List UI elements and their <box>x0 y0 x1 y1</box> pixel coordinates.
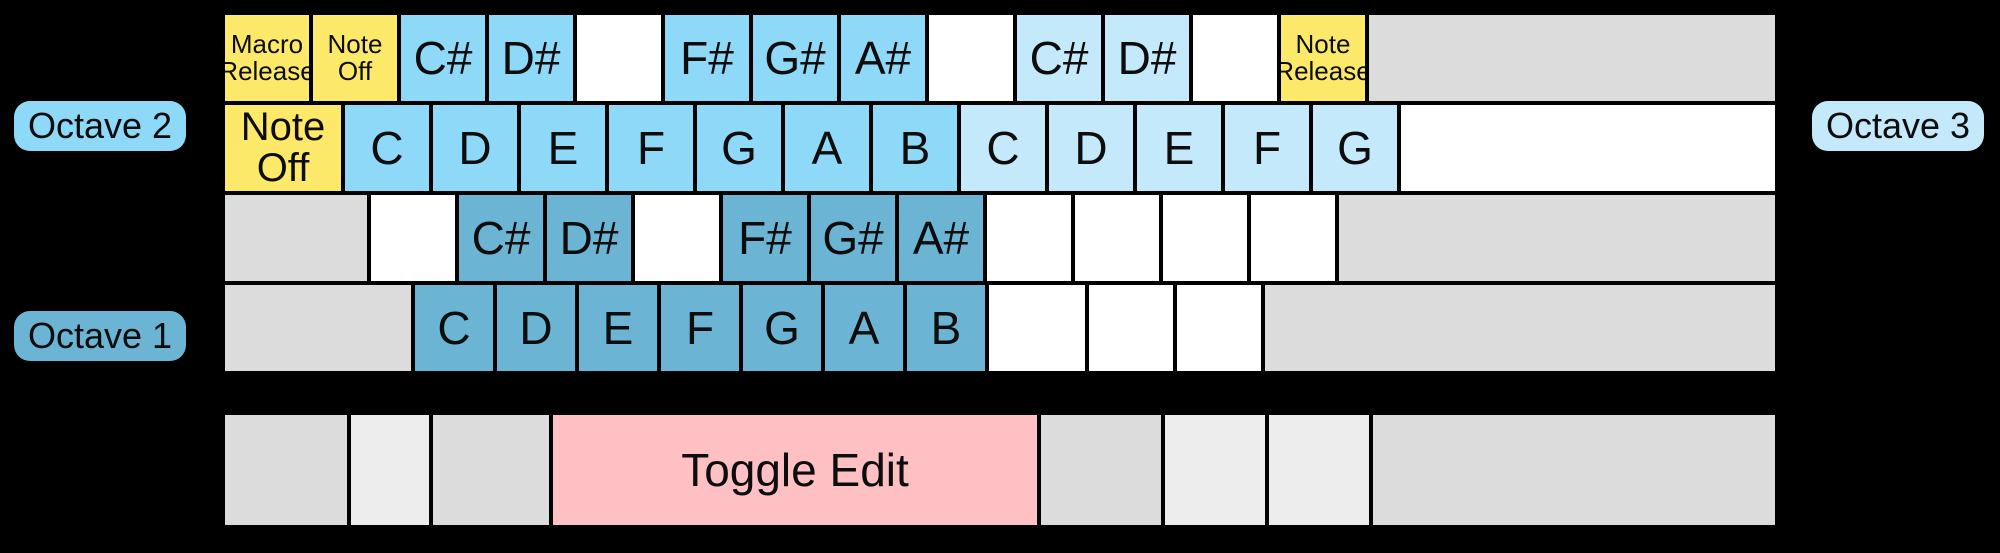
key-e[interactable]: E <box>577 283 659 373</box>
key-f[interactable]: F <box>659 283 741 373</box>
key-csharp[interactable]: C# <box>1015 13 1103 103</box>
row-3-sharps-lower: C#D# F#G#A# <box>223 193 1777 283</box>
key-inactive <box>223 193 369 283</box>
key-note-off[interactable]: Note Off <box>223 103 343 193</box>
key-a[interactable]: A <box>823 283 905 373</box>
key-blank <box>927 13 1015 103</box>
key-d[interactable]: D <box>431 103 519 193</box>
key-note-off[interactable]: Note Off <box>311 13 399 103</box>
key-asharp[interactable]: A# <box>839 13 927 103</box>
key-d[interactable]: D <box>495 283 577 373</box>
key-fsharp[interactable]: F# <box>663 13 751 103</box>
key-csharp[interactable]: C# <box>399 13 487 103</box>
key-blank <box>575 13 663 103</box>
key-inactive <box>1367 13 1777 103</box>
key-f[interactable]: F <box>1223 103 1311 193</box>
key-inactive <box>1263 283 1777 373</box>
key-blank <box>1191 13 1279 103</box>
key-d[interactable]: D <box>1047 103 1135 193</box>
key-dsharp[interactable]: D# <box>1103 13 1191 103</box>
row-5-modifiers: Toggle Edit <box>223 413 1777 527</box>
key-gsharp[interactable]: G# <box>751 13 839 103</box>
key-inactive <box>223 283 413 373</box>
key-macro-release[interactable]: Macro Release <box>223 13 311 103</box>
key-blank <box>369 193 457 283</box>
key-c[interactable]: C <box>413 283 495 373</box>
key-g[interactable]: G <box>695 103 783 193</box>
key-inactive <box>1039 413 1163 527</box>
key-dsharp[interactable]: D# <box>487 13 575 103</box>
octave-2-badge: Octave 2 <box>14 101 187 151</box>
key-e[interactable]: E <box>1135 103 1223 193</box>
key-b[interactable]: B <box>905 283 987 373</box>
key-blank <box>1175 283 1263 373</box>
key-inactive <box>1163 413 1267 527</box>
key-g[interactable]: G <box>1311 103 1399 193</box>
key-blank <box>985 193 1073 283</box>
key-blank <box>987 283 1087 373</box>
key-gsharp[interactable]: G# <box>809 193 897 283</box>
key-fsharp[interactable]: F# <box>721 193 809 283</box>
key-a[interactable]: A <box>783 103 871 193</box>
key-dsharp[interactable]: D# <box>545 193 633 283</box>
key-c[interactable]: C <box>959 103 1047 193</box>
key-blank <box>1399 103 1777 193</box>
octave-3-badge: Octave 3 <box>1812 101 1985 151</box>
key-asharp[interactable]: A# <box>897 193 985 283</box>
key-inactive <box>349 413 431 527</box>
key-blank <box>633 193 721 283</box>
key-f[interactable]: F <box>607 103 695 193</box>
key-g[interactable]: G <box>741 283 823 373</box>
key-blank <box>1087 283 1175 373</box>
key-c[interactable]: C <box>343 103 431 193</box>
key-e[interactable]: E <box>519 103 607 193</box>
key-b[interactable]: B <box>871 103 959 193</box>
key-inactive <box>1371 413 1777 527</box>
key-inactive <box>223 413 349 527</box>
key-toggle-edit[interactable]: Toggle Edit <box>551 413 1039 527</box>
octave-1-badge: Octave 1 <box>14 311 187 361</box>
key-inactive <box>431 413 551 527</box>
key-note-release[interactable]: Note Release <box>1279 13 1367 103</box>
key-csharp[interactable]: C# <box>457 193 545 283</box>
key-inactive <box>1337 193 1777 283</box>
key-blank <box>1249 193 1337 283</box>
key-blank <box>1073 193 1161 283</box>
key-inactive <box>1267 413 1371 527</box>
key-blank <box>1161 193 1249 283</box>
